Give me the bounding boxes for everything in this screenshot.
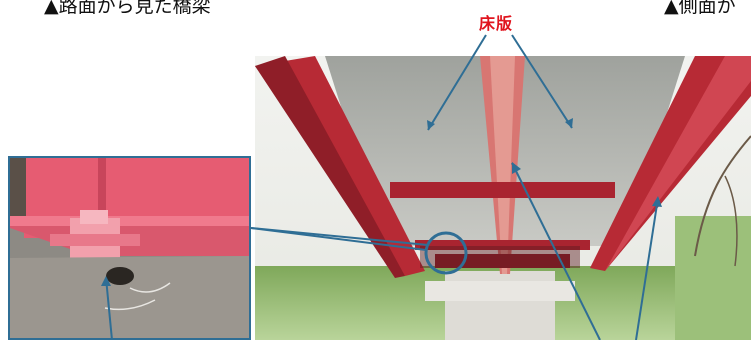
deck-label: 床版 [479, 14, 514, 33]
bearing-detail-photo [8, 156, 251, 340]
caption-road-view: ▲路面から見た橋梁 [44, 0, 211, 17]
bridge-underside-photo [255, 56, 751, 340]
caption-side-view: ▲側面か [664, 0, 736, 17]
